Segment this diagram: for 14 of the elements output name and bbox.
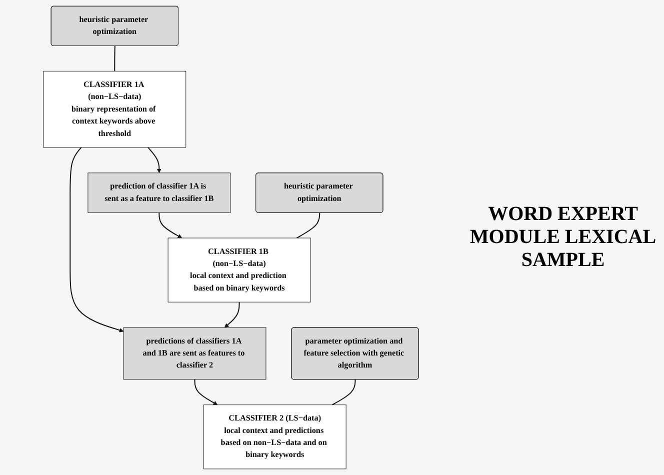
arrow: [224, 302, 240, 328]
arrow: [70, 147, 124, 332]
connector: [114, 46, 116, 72]
connector: [332, 380, 356, 406]
arrow: [148, 147, 162, 174]
node-box: CLASSIFIER 1B (non−LS−data) local context and prediction based on binary keywords: [168, 238, 311, 302]
node-box: predictions of classifiers 1A and 1B are sent as features to classifier 2: [123, 327, 266, 380]
arrow: [194, 379, 218, 406]
module-title: WORD EXPERT MODULE LEXICAL SAMPLE: [468, 203, 658, 272]
node-box: CLASSIFIER 2 (LS−data) local context and predictions based on non−LS−data and on binary keywords: [203, 404, 346, 470]
connector: [296, 212, 320, 238]
node-box: CLASSIFIER 1A (non−LS−data) binary representation of context keywords above threshold: [43, 70, 186, 148]
arrow: [158, 212, 182, 238]
node-box: prediction of classifier 1A is sent as a feature to classifier 1B: [88, 172, 231, 213]
